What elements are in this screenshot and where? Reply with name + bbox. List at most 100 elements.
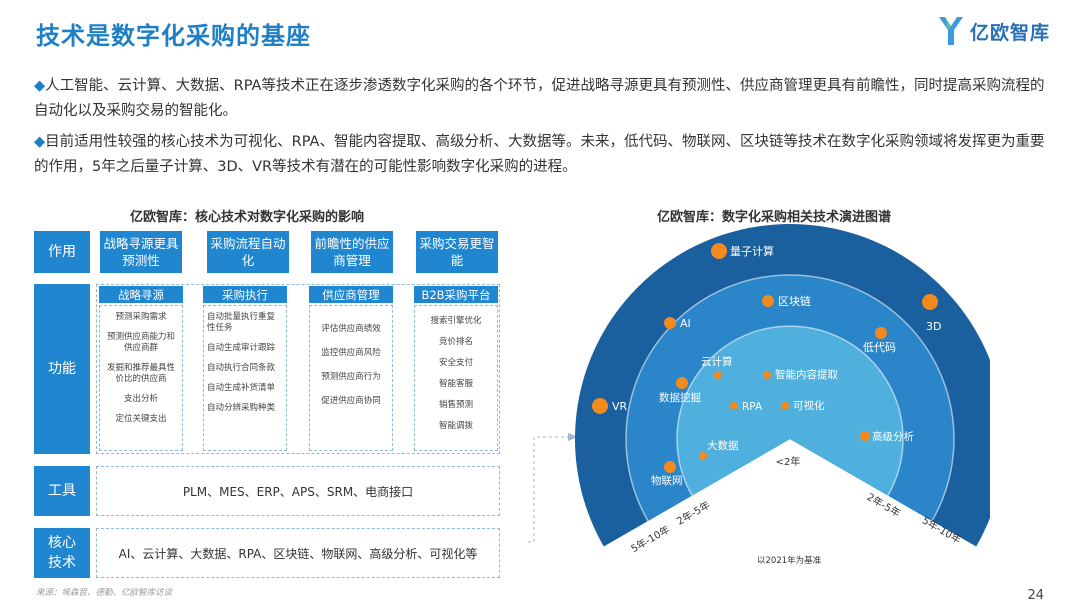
function-column-supplier: 供应商管理 评估供应商绩效 监控供应商风险 预测供应商行为 促进供应商协同	[309, 286, 393, 452]
tech-dashuju: 大数据	[699, 439, 739, 460]
right-figure-title: 亿欧智库：数字化采购相关技术演进图谱	[657, 210, 892, 225]
brand-logo: 亿欧智库	[936, 14, 1050, 48]
tech-yunjisuan: 云计算	[701, 355, 733, 379]
tech-label: 3D	[926, 320, 941, 333]
row-label-function: 功能	[34, 284, 90, 454]
tech-rpa: RPA	[730, 401, 763, 413]
function-item: 定位关键支出	[115, 414, 167, 424]
function-head: 供应商管理	[309, 286, 393, 303]
function-item: 智能调拨	[438, 421, 473, 431]
function-head: B2B采购平台	[414, 286, 498, 303]
page-number: 24	[1027, 588, 1044, 603]
ring-label-inner: <2年	[776, 455, 801, 468]
tech-dot	[676, 377, 688, 389]
function-item: 支出分析	[123, 394, 158, 404]
left-figure-title: 亿欧智库：核心技术对数字化采购的影响	[130, 210, 365, 225]
tech-label: 数据挖掘	[659, 391, 701, 404]
tech-dot	[730, 402, 738, 410]
tech-dot	[711, 243, 727, 259]
tech-dot	[875, 327, 887, 339]
row-label-effect: 作用	[34, 231, 90, 273]
function-item: 自动生成补货清单	[207, 383, 276, 393]
function-frame	[96, 284, 500, 454]
bullet-diamond-icon: ◆	[34, 134, 46, 150]
tech-ai: AI	[664, 317, 691, 330]
tools-row: PLM、MES、ERP、APS、SRM、电商接口	[96, 466, 500, 516]
ring-label-mid-left: 2年-5年	[674, 498, 712, 527]
tech-label: 高级分析	[872, 430, 914, 443]
tech-didaima: 低代码	[863, 327, 896, 354]
logo-y-icon	[938, 17, 963, 45]
function-item: 自动分辨采购种类	[207, 403, 276, 413]
function-item: 智能客服	[438, 379, 473, 389]
tech-liangzi: 量子计算	[711, 243, 774, 259]
effect-box-4: 采购交易更智能	[416, 231, 498, 273]
paragraph-text: 目前适用性较强的核心技术为可视化、RPA、智能内容提取、高级分析、大数据等。未来…	[34, 134, 1045, 175]
function-item: 安全支付	[438, 358, 473, 368]
tech-label: 智能内容提取	[775, 368, 838, 381]
ring-separators	[625, 274, 955, 522]
intro-paragraph-1: ◆人工智能、云计算、大数据、RPA等技术正在逐步渗透数字化采购的各个环节，促进战…	[34, 74, 1048, 124]
function-item: 评估供应商绩效	[321, 324, 381, 334]
tech-dot	[860, 431, 870, 441]
effect-box-3: 前瞻性的供应商管理	[311, 231, 393, 273]
tech-keshihua: 可视化	[781, 399, 825, 412]
function-body: 自动批量执行重复性任务 自动生成审计跟踪 自动执行合同条款 自动生成补货清单 自…	[203, 305, 287, 451]
row-label-tools: 工具	[34, 466, 90, 516]
function-item: 监控供应商风险	[321, 348, 381, 358]
row-label-core-tech: 核心技术	[34, 528, 90, 578]
ring-separator-0	[625, 274, 955, 522]
core-tech-row: AI、云计算、大数据、RPA、区块链、物联网、高级分析、可视化等	[96, 528, 500, 578]
ring-separator-1	[676, 325, 904, 496]
tech-dot	[699, 452, 707, 460]
tech-dot	[922, 294, 938, 310]
function-body: 预测采购需求 预测供应商能力和供应商群 发掘和推荐最具性价比的供应商 支出分析 …	[99, 305, 183, 451]
function-item: 预测采购需求	[115, 312, 167, 322]
function-column-b2b: B2B采购平台 搜索引擎优化 竞价排名 安全支付 智能客服 销售预测 智能调拨	[414, 286, 498, 452]
tech-dot	[714, 371, 722, 379]
function-item: 自动执行合同条款	[207, 363, 276, 373]
connector-arrow-icon	[568, 433, 578, 441]
intro-paragraph-2: ◆目前适用性较强的核心技术为可视化、RPA、智能内容提取、高级分析、大数据等。未…	[34, 130, 1048, 180]
tech-label: 低代码	[863, 341, 896, 354]
tech-label: 大数据	[707, 439, 739, 452]
function-column-execution: 采购执行 自动批量执行重复性任务 自动生成审计跟踪 自动执行合同条款 自动生成补…	[203, 286, 287, 452]
tech-shujuwajue: 数据挖掘	[659, 377, 701, 404]
tech-dot	[664, 317, 676, 329]
tech-dot	[592, 398, 608, 414]
tech-label: AI	[680, 317, 691, 330]
function-item: 自动批量执行重复性任务	[207, 312, 276, 333]
tech-label: 物联网	[651, 474, 683, 487]
function-head: 战略寻源	[99, 286, 183, 303]
function-item: 发掘和推荐最具性价比的供应商	[106, 363, 175, 384]
paragraph-text: 人工智能、云计算、大数据、RPA等技术正在逐步渗透数字化采购的各个环节，促进战略…	[34, 78, 1045, 119]
tech-dot	[763, 371, 771, 379]
tech-dot	[664, 461, 676, 473]
function-body: 评估供应商绩效 监控供应商风险 预测供应商行为 促进供应商协同	[309, 305, 393, 451]
function-item: 销售预测	[438, 400, 473, 410]
tech-label: 区块链	[778, 294, 811, 308]
logo-text: 亿欧智库	[969, 21, 1050, 44]
function-item: 预测供应商能力和供应商群	[106, 332, 175, 353]
tech-vr: VR	[592, 398, 628, 414]
tech-dot	[781, 402, 789, 410]
function-item: 预测供应商行为	[321, 372, 381, 382]
tech-label: RPA	[742, 401, 763, 413]
tech-wulianwang: 物联网	[651, 461, 683, 487]
tech-qukuailian: 区块链	[762, 294, 811, 308]
tech-gaojifenxi: 高级分析	[860, 430, 914, 443]
effect-box-1: 战略寻源更具预测性	[100, 231, 182, 273]
tech-label: 量子计算	[730, 244, 774, 258]
tech-3d: 3D	[922, 294, 941, 333]
tech-label: VR	[612, 400, 628, 413]
function-column-sourcing: 战略寻源 预测采购需求 预测供应商能力和供应商群 发掘和推荐最具性价比的供应商 …	[99, 286, 183, 452]
function-item: 竞价排名	[438, 337, 473, 347]
function-item: 自动生成审计跟踪	[207, 343, 276, 353]
ring-inner-lt2y	[677, 326, 903, 496]
row-label-core-tech-text: 核心技术	[48, 535, 76, 571]
function-body: 搜索引擎优化 竞价排名 安全支付 智能客服 销售预测 智能调拨	[414, 305, 498, 451]
tech-dot	[762, 295, 774, 307]
function-head: 采购执行	[203, 286, 287, 303]
source-note: 来源：埃森哲、德勤、亿欧智库访谈	[36, 588, 173, 598]
effect-box-2: 采购流程自动化	[207, 231, 289, 273]
